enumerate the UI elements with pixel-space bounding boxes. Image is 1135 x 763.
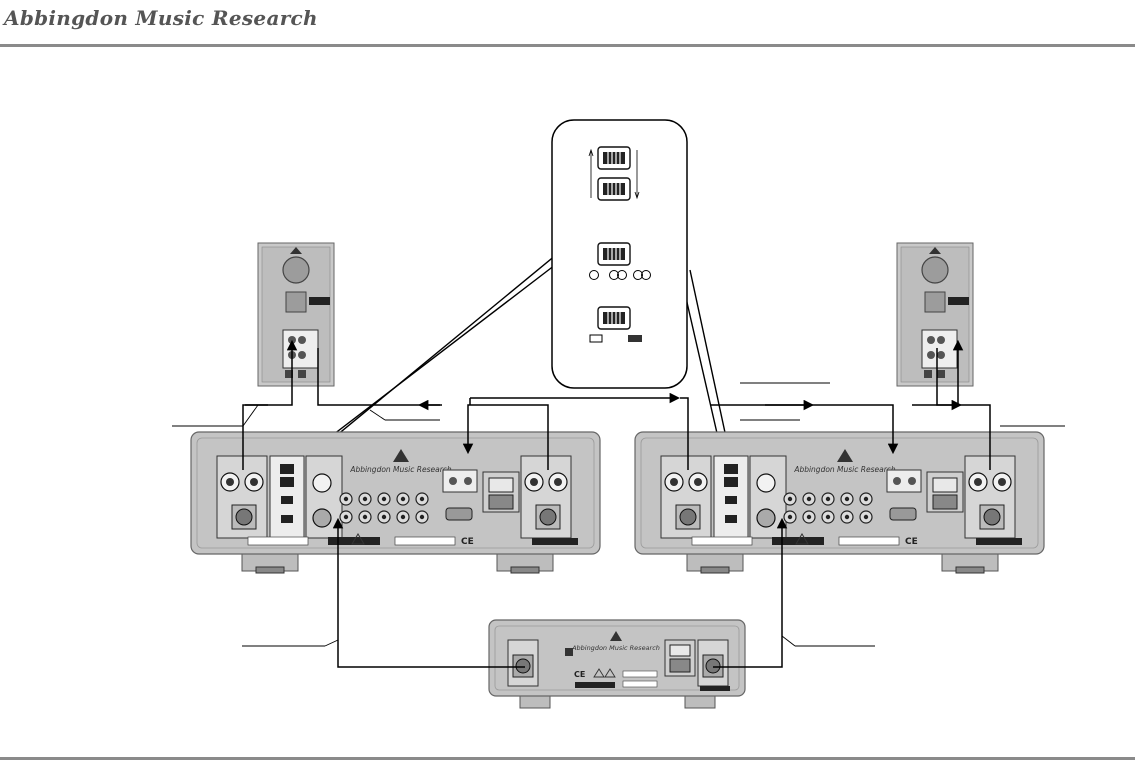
leader-lines xyxy=(172,382,1065,647)
speaker-terminal-panel xyxy=(921,329,958,369)
psu-logo-text: Abbingdon Music Research xyxy=(571,644,660,652)
switch-down-icon xyxy=(597,177,631,201)
amp-logo-icon xyxy=(837,449,853,462)
speaker-logo-icon xyxy=(929,247,941,254)
header-divider xyxy=(0,44,1135,47)
mode-switch-icon xyxy=(597,242,631,266)
ce-mark: CE xyxy=(461,537,474,547)
right-speaker xyxy=(896,242,974,387)
link-connector-panel xyxy=(886,469,922,493)
speaker-logo-icon xyxy=(290,247,302,254)
brand-logo: Abbingdon Music Research xyxy=(4,6,318,30)
power-supply-unit: Abbingdon Music Research CE xyxy=(488,619,746,709)
speaker-terminal-panel xyxy=(282,329,319,369)
input-switch-icon xyxy=(597,306,631,330)
ce-mark: CE xyxy=(905,537,918,547)
amp-logo-icon xyxy=(393,449,409,462)
footer-divider xyxy=(0,757,1135,760)
right-amplifier: Abbingdon Music Research CE xyxy=(634,431,1045,574)
page-header: Abbingdon Music Research xyxy=(0,0,1135,48)
amp-logo-text: Abbingdon Music Research xyxy=(793,465,896,474)
amp-logo-text: Abbingdon Music Research xyxy=(349,465,452,474)
switch-up-icon xyxy=(597,146,631,170)
left-amplifier: Abbingdon Music Research CE xyxy=(190,431,601,574)
warning-icon xyxy=(351,533,365,545)
speaker-driver-icon xyxy=(282,256,310,284)
left-speaker xyxy=(257,242,335,387)
psu-logo-icon xyxy=(610,631,622,641)
link-connector-panel xyxy=(442,469,478,493)
ce-mark: CE xyxy=(574,670,585,679)
warning-icon xyxy=(795,533,809,545)
switch-detail-callout xyxy=(286,119,733,471)
speaker-driver-icon xyxy=(921,256,949,284)
cable-routes xyxy=(242,339,991,668)
